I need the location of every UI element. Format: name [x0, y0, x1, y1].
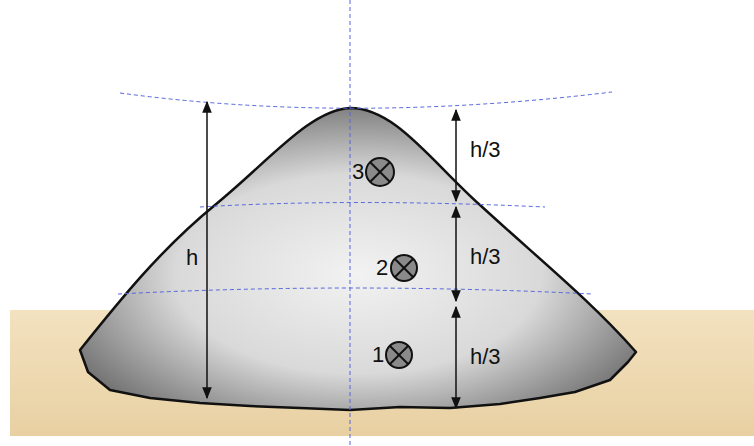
- callout-number: 2: [376, 257, 388, 279]
- dimension-arrows: [207, 102, 456, 408]
- dimension-label: h: [186, 247, 198, 269]
- dimension-label: h/3: [470, 139, 501, 161]
- sample-markers: [366, 158, 417, 368]
- mound: [80, 108, 636, 410]
- dashed-guides: [118, 0, 612, 446]
- callout-number: 3: [352, 161, 364, 183]
- callout-number: 1: [372, 344, 384, 366]
- dimension-label: h/3: [470, 346, 501, 368]
- dimension-label: h/3: [470, 246, 501, 268]
